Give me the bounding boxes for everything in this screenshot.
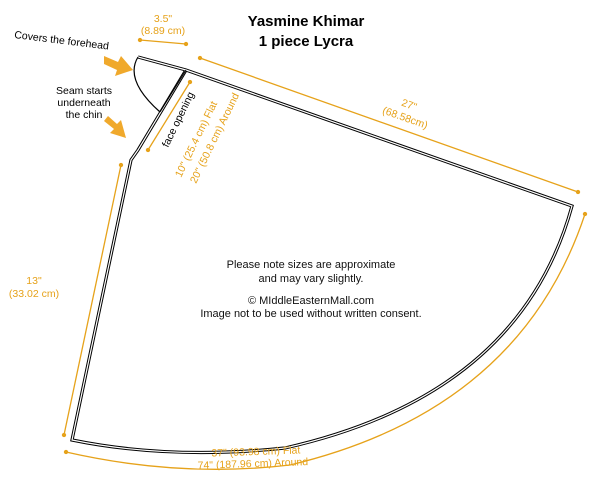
note-line-3: © MIddleEasternMall.com (248, 295, 374, 307)
seam-callout-2: underneath (57, 97, 110, 109)
pattern-outline (70, 55, 574, 455)
note-line-4: Image not to be used without written con… (200, 308, 421, 320)
title-line-1: Yasmine Khimar (248, 13, 365, 30)
seam-callout-3: the chin (66, 109, 103, 121)
dim-line-face (145, 79, 193, 153)
dim-bottom-flat: 37" (93.98 cm) Flat (211, 444, 300, 459)
dim-left-inches: 13" (26, 275, 42, 287)
dim-line-bottom (63, 211, 588, 470)
forehead-arrow-icon (104, 56, 133, 76)
dim-left-cm: (33.02 cm) (9, 288, 59, 300)
dim-top-cm: (8.89 cm) (141, 25, 185, 37)
dim-top-inches: 3.5" (154, 13, 173, 25)
note-line-1: Please note sizes are approximate (227, 259, 396, 271)
dim-line-long (197, 55, 581, 195)
dim-line-top (137, 37, 189, 47)
note-line-2: and may vary slightly. (259, 273, 364, 285)
seam-callout-1: Seam starts (56, 85, 112, 97)
dimension-lines (61, 37, 588, 470)
dim-long-inches: 27" (400, 97, 419, 114)
forehead-flap (133, 56, 161, 113)
title-line-2: 1 piece Lycra (259, 33, 354, 50)
callout-arrows (104, 56, 133, 138)
chin-arrow-icon (104, 116, 126, 138)
dim-bottom-around: 74" (187.96 cm) Around (197, 456, 308, 472)
dim-line-left (61, 162, 124, 438)
forehead-callout: Covers the forehead (14, 29, 110, 53)
